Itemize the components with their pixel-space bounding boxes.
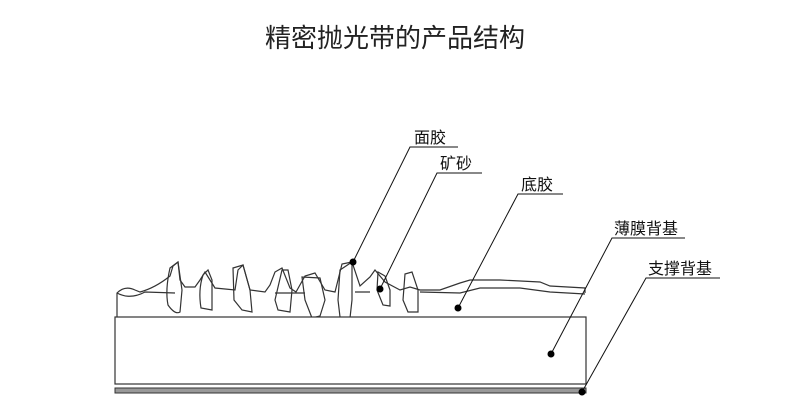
base-glue-layer bbox=[116, 260, 586, 317]
label-film-backing: 薄膜背基 bbox=[614, 219, 678, 238]
support-backing-layer bbox=[114, 387, 587, 394]
label-top-glue: 面胶 bbox=[414, 128, 446, 147]
label-support-backing: 支撑背基 bbox=[648, 259, 712, 278]
label-abrasive: 矿砂 bbox=[440, 154, 472, 173]
label-base-glue: 底胶 bbox=[521, 175, 553, 194]
film-backing-layer bbox=[114, 316, 587, 385]
diagram-title: 精密抛光带的产品结构 bbox=[264, 24, 525, 54]
